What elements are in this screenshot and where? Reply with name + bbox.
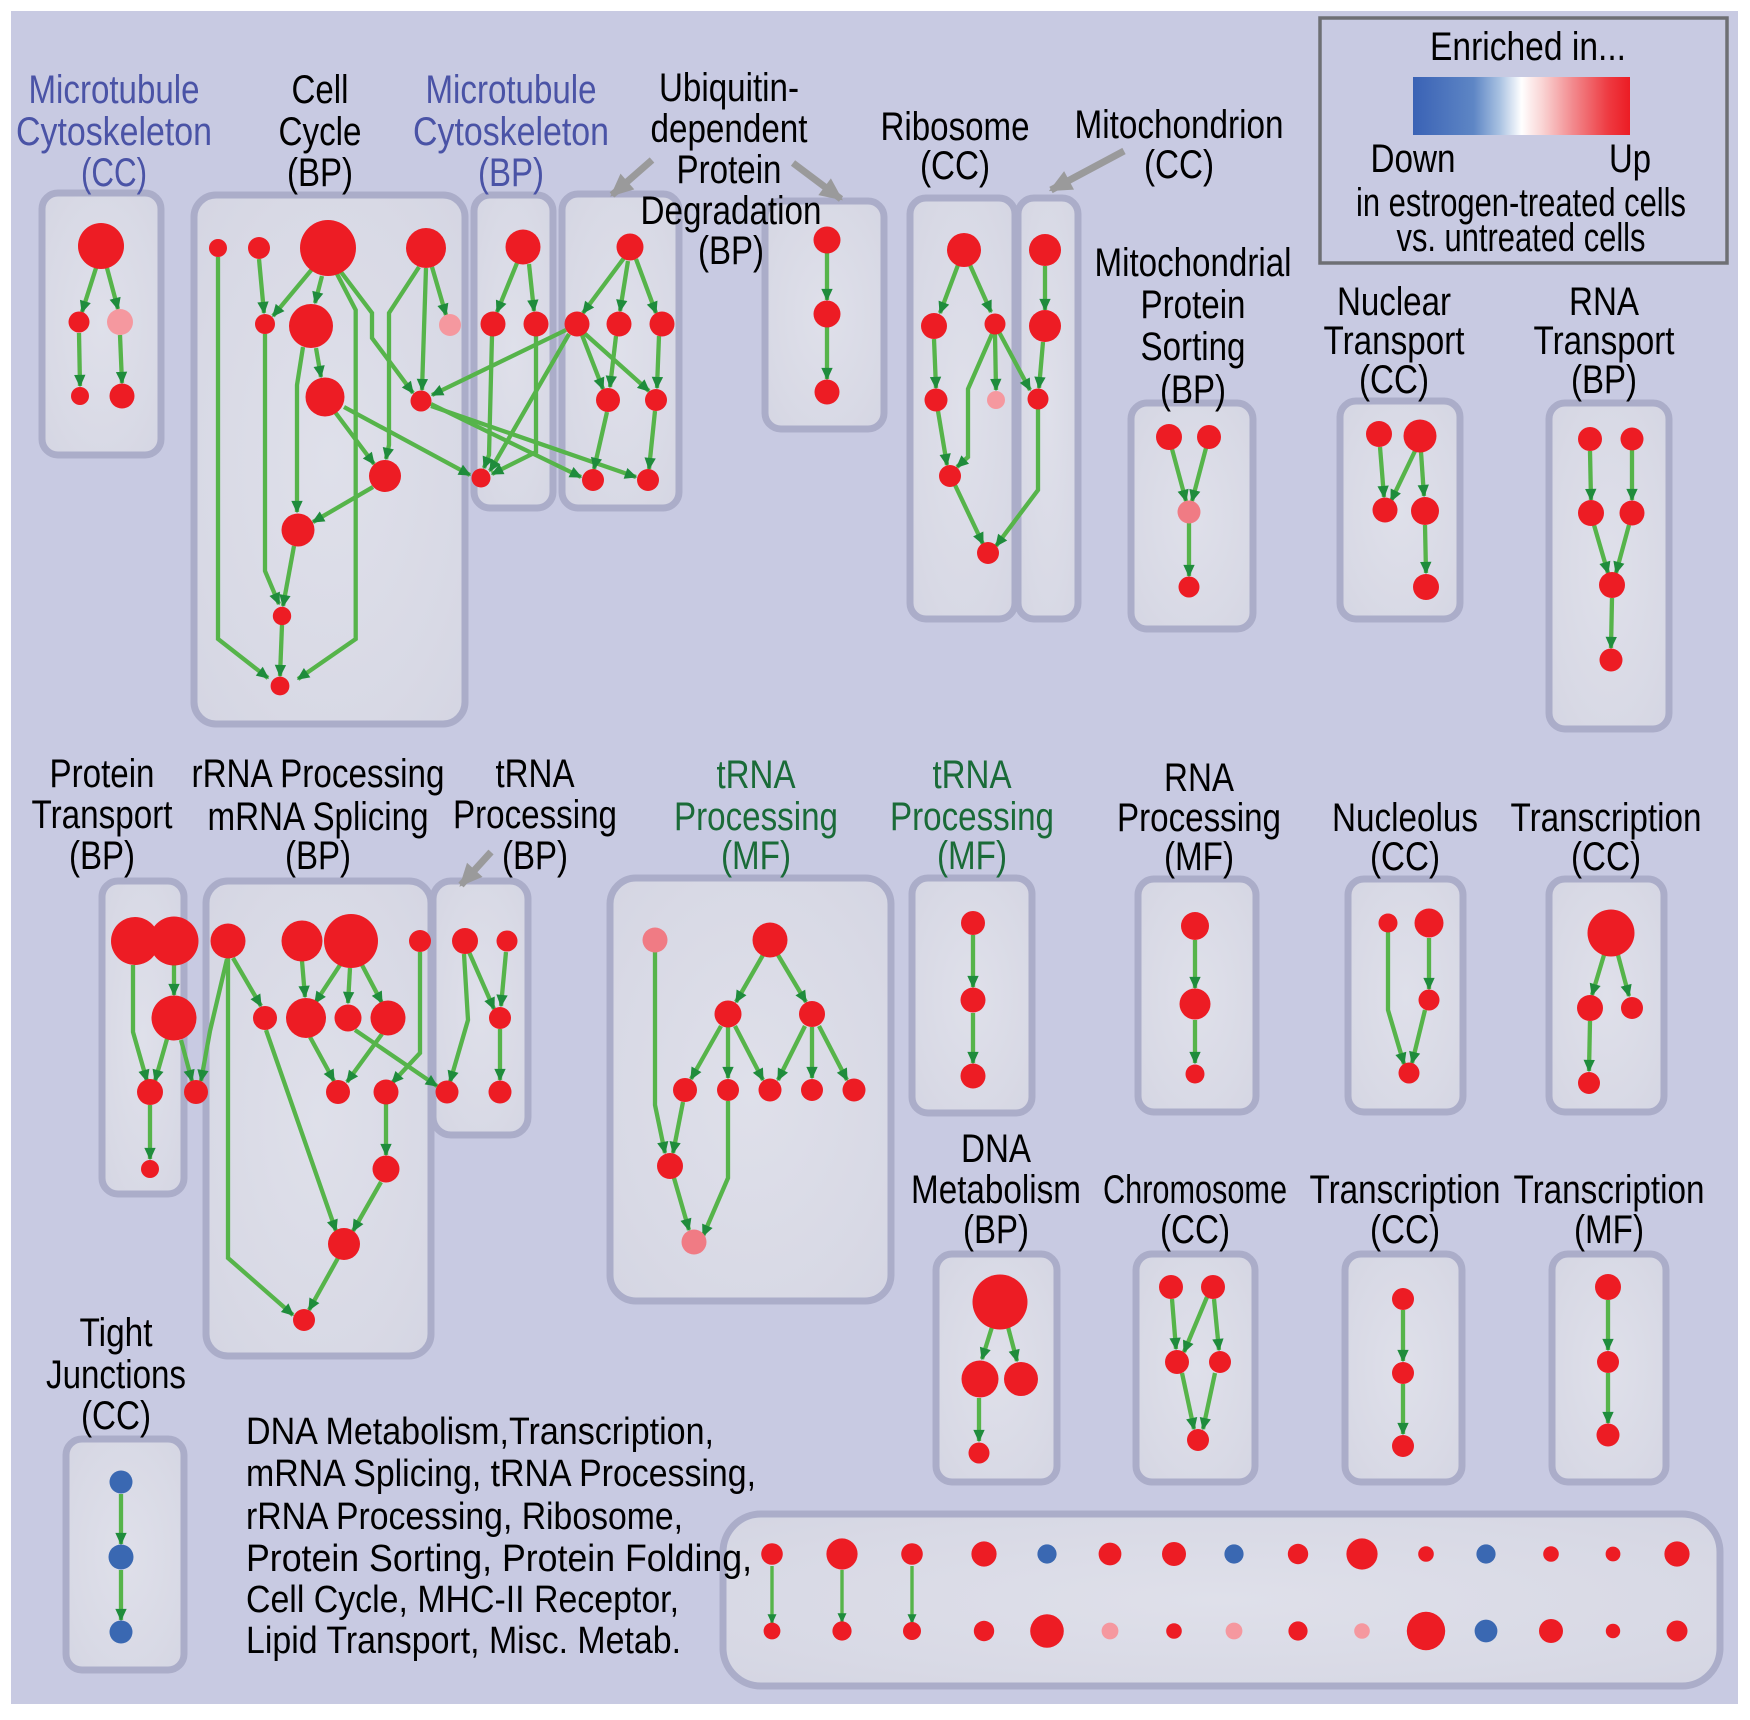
svg-text:Processing: Processing xyxy=(890,795,1054,839)
svg-text:(MF): (MF) xyxy=(1164,835,1234,879)
svg-text:rRNA Processing, Ribosome,: rRNA Processing, Ribosome, xyxy=(246,1496,683,1538)
svg-text:Processing: Processing xyxy=(453,793,617,837)
svg-text:(BP): (BP) xyxy=(287,151,353,195)
svg-text:(CC): (CC) xyxy=(1370,835,1440,879)
svg-text:Processing: Processing xyxy=(1117,796,1281,840)
svg-text:(BP): (BP) xyxy=(478,151,544,195)
svg-text:mRNA Splicing: mRNA Splicing xyxy=(208,795,429,839)
svg-text:Junctions: Junctions xyxy=(46,1353,186,1397)
svg-text:Ubiquitin-: Ubiquitin- xyxy=(659,66,799,110)
svg-text:(CC): (CC) xyxy=(1359,358,1429,402)
svg-text:(CC): (CC) xyxy=(1370,1208,1440,1252)
svg-text:Transcription: Transcription xyxy=(1514,1168,1705,1212)
svg-text:mRNA Splicing, tRNA Processing: mRNA Splicing, tRNA Processing, xyxy=(246,1453,756,1495)
svg-text:RNA: RNA xyxy=(1164,756,1234,800)
svg-text:Transport: Transport xyxy=(32,793,173,837)
svg-text:Ribosome: Ribosome xyxy=(881,105,1030,149)
svg-text:Nuclear: Nuclear xyxy=(1337,280,1451,324)
svg-text:Cell: Cell xyxy=(292,68,349,112)
svg-text:DNA Metabolism,Transcription,: DNA Metabolism,Transcription, xyxy=(246,1411,714,1453)
svg-text:(CC): (CC) xyxy=(81,1394,151,1438)
svg-text:tRNA: tRNA xyxy=(496,752,575,796)
svg-text:tRNA: tRNA xyxy=(717,753,796,797)
svg-text:(BP): (BP) xyxy=(1160,368,1226,412)
svg-text:Transcription: Transcription xyxy=(1511,796,1702,840)
svg-text:tRNA: tRNA xyxy=(933,753,1012,797)
svg-text:Degradation: Degradation xyxy=(641,189,822,233)
svg-text:RNA: RNA xyxy=(1569,280,1639,324)
svg-text:(CC): (CC) xyxy=(1571,835,1641,879)
svg-text:Tight: Tight xyxy=(80,1311,153,1355)
svg-text:Microtubule: Microtubule xyxy=(29,68,200,112)
svg-text:(BP): (BP) xyxy=(502,834,568,878)
svg-text:(MF): (MF) xyxy=(1574,1208,1644,1252)
svg-text:Lipid Transport, Misc. Metab.: Lipid Transport, Misc. Metab. xyxy=(246,1620,681,1662)
svg-text:Cytoskeleton: Cytoskeleton xyxy=(16,110,212,154)
svg-text:Protein Sorting, Protein Foldi: Protein Sorting, Protein Folding, xyxy=(246,1538,752,1580)
svg-text:Up: Up xyxy=(1609,137,1651,181)
svg-text:(BP): (BP) xyxy=(1571,358,1637,402)
svg-text:Mitochondrion: Mitochondrion xyxy=(1075,103,1284,147)
svg-text:(BP): (BP) xyxy=(285,834,351,878)
svg-text:dependent: dependent xyxy=(651,107,808,151)
svg-text:Protein: Protein xyxy=(1141,283,1246,327)
svg-text:(MF): (MF) xyxy=(721,834,791,878)
svg-text:Chromosome: Chromosome xyxy=(1103,1168,1287,1212)
svg-text:DNA: DNA xyxy=(961,1127,1031,1171)
svg-text:Mitochondrial: Mitochondrial xyxy=(1095,241,1292,285)
svg-text:Microtubule: Microtubule xyxy=(426,68,597,112)
svg-text:Down: Down xyxy=(1371,137,1456,181)
svg-text:(BP): (BP) xyxy=(69,834,135,878)
svg-text:Cycle: Cycle xyxy=(279,110,362,154)
svg-text:vs. untreated cells: vs. untreated cells xyxy=(1397,216,1646,260)
svg-text:(BP): (BP) xyxy=(698,229,764,273)
svg-text:Transport: Transport xyxy=(1324,319,1465,363)
svg-text:Protein: Protein xyxy=(677,148,782,192)
svg-text:(CC): (CC) xyxy=(81,151,147,195)
svg-text:(CC): (CC) xyxy=(1160,1208,1230,1252)
svg-text:Metabolism: Metabolism xyxy=(911,1168,1081,1212)
svg-text:(BP): (BP) xyxy=(963,1208,1029,1252)
svg-text:Transport: Transport xyxy=(1534,319,1675,363)
svg-text:Cytoskeleton: Cytoskeleton xyxy=(413,110,609,154)
svg-text:Enriched in...: Enriched in... xyxy=(1430,25,1626,69)
svg-text:Transcription: Transcription xyxy=(1310,1168,1501,1212)
svg-text:(CC): (CC) xyxy=(1144,143,1214,187)
svg-text:(CC): (CC) xyxy=(920,144,990,188)
svg-text:Protein: Protein xyxy=(50,752,155,796)
svg-text:(MF): (MF) xyxy=(937,834,1007,878)
svg-text:rRNA Processing: rRNA Processing xyxy=(192,752,445,796)
svg-text:Cell Cycle, MHC-II Receptor,: Cell Cycle, MHC-II Receptor, xyxy=(246,1579,679,1621)
svg-text:Sorting: Sorting xyxy=(1141,325,1246,369)
svg-text:Nucleolus: Nucleolus xyxy=(1332,796,1478,840)
svg-text:in estrogen-treated cells: in estrogen-treated cells xyxy=(1356,181,1686,225)
svg-text:Processing: Processing xyxy=(674,795,838,839)
